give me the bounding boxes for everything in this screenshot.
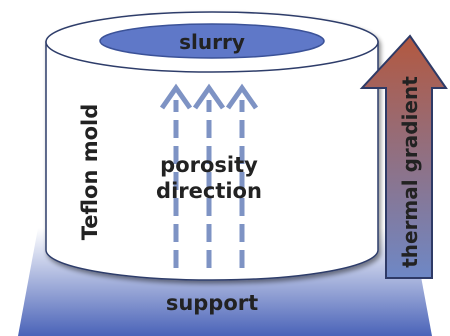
dashed-up-arrow-icon [225, 83, 259, 268]
porosity-arrows [159, 83, 259, 268]
slurry-pool [99, 23, 325, 59]
porosity-label-line1: porosity [160, 153, 258, 177]
porosity-label-line2: direction [156, 179, 262, 203]
block-up-arrow-icon [359, 34, 448, 279]
support-label: support [166, 291, 258, 315]
mold-body [45, 41, 379, 281]
teflon-mold-label: Teflon mold [78, 104, 102, 241]
slurry-label: slurry [179, 30, 245, 54]
dashed-up-arrow-icon [159, 83, 193, 268]
thermal-gradient-label: thermal gradient [398, 76, 422, 268]
dashed-up-arrow-icon [192, 83, 226, 268]
